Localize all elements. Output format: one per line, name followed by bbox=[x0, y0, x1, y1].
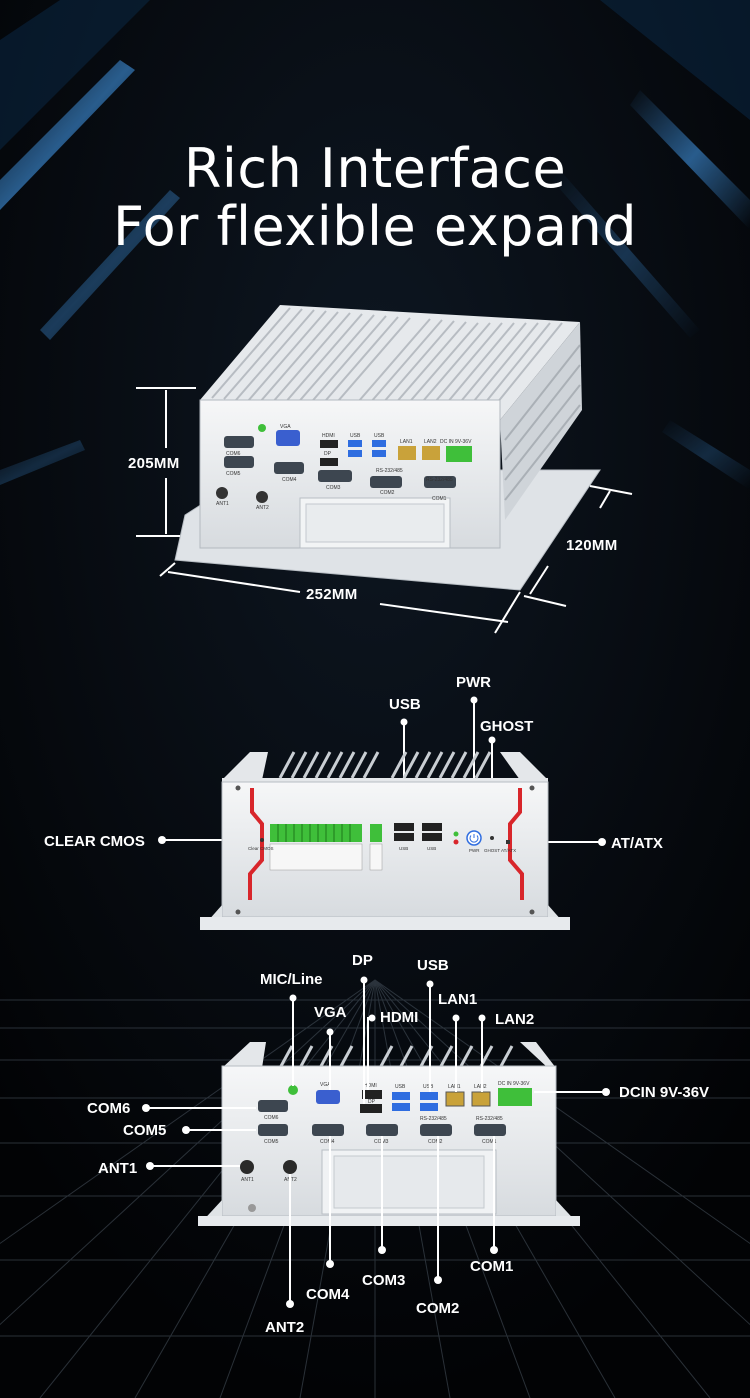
callout-usb-rear: USB bbox=[417, 957, 449, 974]
silk-usb1-3d: USB bbox=[350, 433, 361, 439]
silk-com4-3d: COM4 bbox=[282, 477, 297, 483]
dimension-lines bbox=[136, 387, 633, 634]
ant2-connector bbox=[283, 1160, 297, 1174]
silk-usb2-3d: USB bbox=[374, 433, 385, 439]
callout-com5: COM5 bbox=[123, 1122, 167, 1139]
rear-heatsink bbox=[222, 1042, 556, 1068]
dp-port bbox=[360, 1104, 382, 1113]
silk-rear-dp: DP bbox=[368, 1099, 376, 1105]
callout-clear-cmos: CLEAR CMOS bbox=[44, 833, 145, 850]
callout-com6: COM6 bbox=[87, 1100, 131, 1117]
callout-vga: VGA bbox=[314, 1004, 347, 1021]
silk-pwr: PWR bbox=[469, 848, 480, 853]
callout-com1: COM1 bbox=[470, 1258, 514, 1275]
callout-dp: DP bbox=[352, 952, 373, 969]
silk-front-usb-b: USB bbox=[427, 846, 436, 851]
silk-hdmi-3d: HDMI bbox=[322, 433, 335, 439]
silk-com1-3d: COM1 bbox=[432, 496, 447, 502]
callout-ant1: ANT1 bbox=[98, 1160, 138, 1177]
silk-rear-com1: COM1 bbox=[482, 1139, 497, 1145]
silk-vga-3d: VGA bbox=[280, 424, 291, 430]
ant1-connector bbox=[240, 1160, 254, 1174]
silk-dp-3d: DP bbox=[324, 451, 332, 457]
dimension-width: 252MM bbox=[306, 586, 358, 603]
silk-rear-rs-b: RS-232/485 bbox=[476, 1116, 503, 1122]
silk-rear-dcin: DC IN 9V-36V bbox=[498, 1081, 530, 1087]
silk-rs-b-3d: RS-232/485 bbox=[426, 477, 453, 483]
ghost-button bbox=[490, 836, 494, 840]
silk-rear-com2: COM2 bbox=[428, 1139, 443, 1145]
clear-cmos-hole bbox=[260, 838, 264, 842]
small-terminal-block bbox=[369, 824, 383, 871]
at-atx-switch bbox=[506, 840, 510, 844]
silk-clear-cmos: Clear CMOS bbox=[248, 846, 274, 851]
vga-port bbox=[316, 1090, 340, 1104]
rear-com-ports bbox=[258, 1100, 506, 1136]
rear-usb-ports bbox=[392, 1092, 438, 1111]
dimension-depth: 120MM bbox=[566, 537, 618, 554]
callout-pwr: PWR bbox=[456, 674, 491, 691]
silk-rear-lan2: LAN2 bbox=[474, 1084, 487, 1090]
callout-dcin: DCIN 9V-36V bbox=[619, 1084, 710, 1101]
product-3d-view: VGA HDMI DP USB USB LAN1 LAN2 DC IN 9V-3… bbox=[136, 305, 633, 634]
silk-rear-usb-b: USB bbox=[423, 1084, 434, 1090]
rear-panel-view: VGA HDMI DP USB USB LAN1 LAN2 DC IN 9V-3… bbox=[142, 976, 610, 1308]
led-red bbox=[453, 839, 459, 845]
rear-callout-lines bbox=[146, 980, 606, 1304]
front-panel-view: Clear CMOS USB USB PWR GHOST AT/ATX bbox=[158, 696, 606, 930]
silk-ant2-3d: ANT2 bbox=[256, 505, 269, 511]
headline-line-2: For flexible expand bbox=[112, 195, 638, 258]
callout-ant2: ANT2 bbox=[265, 1319, 305, 1336]
callout-ghost: GHOST bbox=[480, 718, 534, 735]
front-usb-ports bbox=[394, 823, 442, 841]
io-panel-3d-ports bbox=[216, 424, 472, 549]
silk-ghost: GHOST bbox=[484, 848, 500, 853]
rear-callout-dots bbox=[142, 976, 610, 1308]
silk-rear-hdmi: HDMI bbox=[364, 1083, 377, 1089]
silk-front-usb-a: USB bbox=[399, 846, 408, 851]
silk-rear-com6: COM6 bbox=[264, 1115, 279, 1121]
silk-com2-3d: COM2 bbox=[380, 490, 395, 496]
callout-lan1: LAN1 bbox=[438, 991, 478, 1008]
callout-com4: COM4 bbox=[306, 1286, 350, 1303]
callout-hdmi: HDMI bbox=[380, 1009, 419, 1026]
hdmi-port bbox=[362, 1090, 382, 1099]
callout-lan2: LAN2 bbox=[495, 1011, 535, 1028]
silk-rear-vga: VGA bbox=[320, 1082, 331, 1088]
led-green bbox=[453, 831, 459, 837]
silk-rear-rs-a: RS-232/485 bbox=[420, 1116, 447, 1122]
mic-line-jack bbox=[288, 1085, 298, 1095]
light-streaks bbox=[0, 0, 750, 490]
silk-com5-3d: COM5 bbox=[226, 471, 241, 477]
silk-com6-3d: COM6 bbox=[226, 451, 241, 457]
heatsink-top bbox=[200, 305, 582, 520]
gpio-terminal-block bbox=[269, 824, 363, 871]
silk-atatx: AT/ATX bbox=[501, 848, 516, 853]
dimension-height: 205MM bbox=[128, 455, 180, 472]
silk-rs-a-3d: RS-232/485 bbox=[376, 468, 403, 474]
silk-rear-lan1: LAN1 bbox=[448, 1084, 461, 1090]
silk-rear-usb-a: USB bbox=[395, 1084, 406, 1090]
silk-com3-3d: COM3 bbox=[326, 485, 341, 491]
silk-lan2-3d: LAN2 bbox=[424, 439, 437, 445]
silk-dcin-3d: DC IN 9V-36V bbox=[440, 439, 472, 445]
callout-com3: COM3 bbox=[362, 1272, 406, 1289]
callout-at-atx: AT/ATX bbox=[611, 835, 663, 852]
silk-rear-ant1: ANT1 bbox=[241, 1177, 254, 1183]
lan2-port bbox=[471, 1091, 491, 1107]
headline-line-1: Rich Interface bbox=[183, 137, 567, 200]
headline: Rich Interface For flexible expand bbox=[0, 140, 750, 256]
front-callout-dots bbox=[158, 696, 606, 846]
callout-mic-line: MIC/Line bbox=[260, 971, 323, 988]
callout-usb-front: USB bbox=[389, 696, 421, 713]
silk-rear-com5: COM5 bbox=[264, 1139, 279, 1145]
silk-ant1-3d: ANT1 bbox=[216, 501, 229, 507]
silk-rear-com4: COM4 bbox=[320, 1139, 335, 1145]
callout-com2: COM2 bbox=[416, 1300, 460, 1317]
silk-lan1-3d: LAN1 bbox=[400, 439, 413, 445]
dcin-terminal bbox=[498, 1088, 532, 1106]
lan1-port bbox=[445, 1091, 465, 1107]
